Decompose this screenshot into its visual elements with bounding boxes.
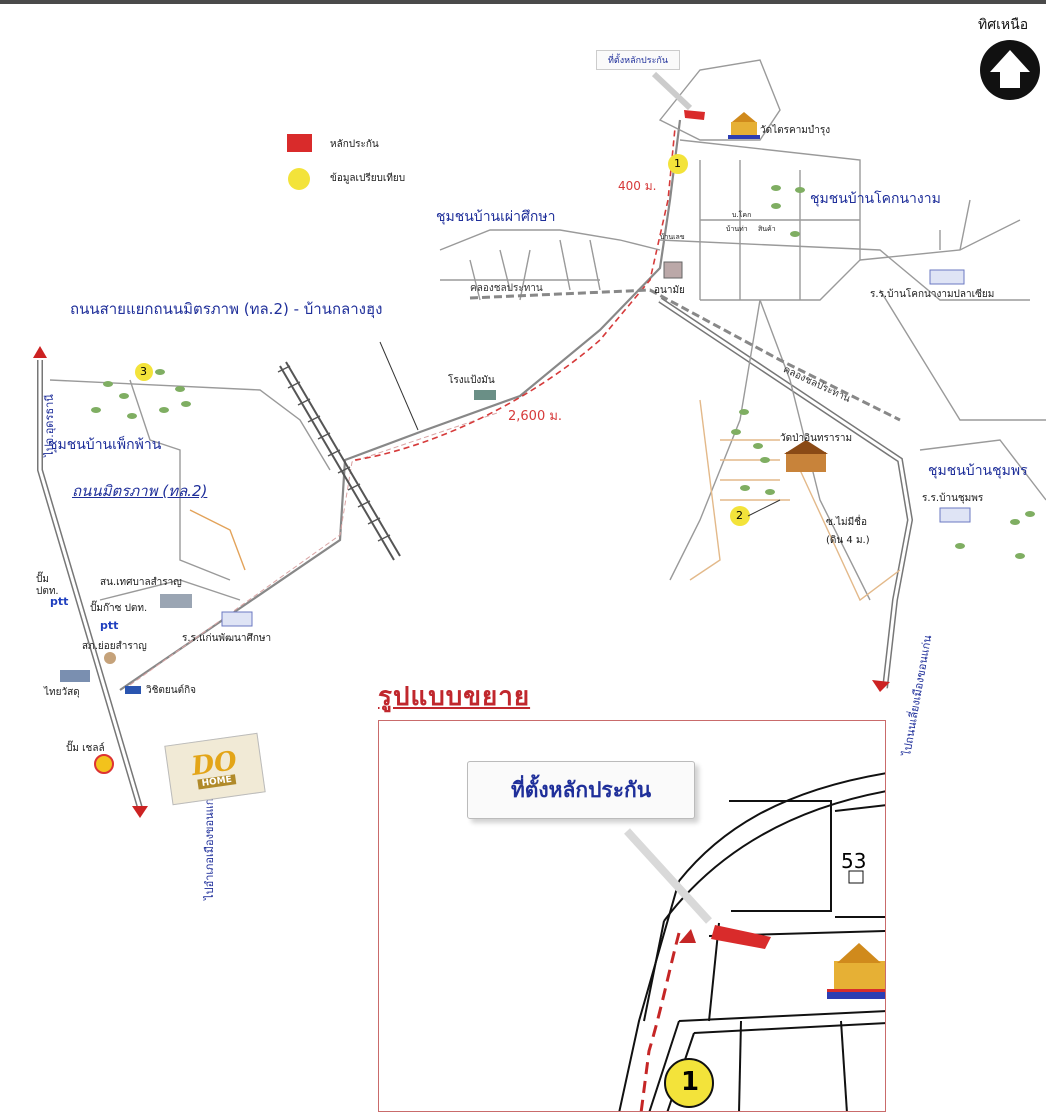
building-icon [60,261,683,694]
small-map-label-3: บ้านเลข [660,233,685,241]
soi-width-label: (ดิน 4 ม.) [826,535,870,546]
place-thai-watsadu: ไทยวัสดุ [44,687,80,698]
top-border [0,0,1046,4]
small-map-label-1: บ.โคก [732,211,752,219]
enlarge-map-canvas [618,772,885,1111]
comparable-marker-2 [730,506,750,526]
enlarge-title: รูปแบบขยาย [378,682,531,712]
lot-number: 53 [841,849,867,873]
enlarge-map[interactable]: ที่ตั้งหลักประกัน 53 1 [378,720,886,1112]
small-map-label-2: สินค้า [758,225,776,233]
north-label: ทิศเหนือ [978,17,1029,33]
school-icon [221,269,971,627]
arrow-up-icon [679,929,696,943]
marker-1-label: 1 [674,157,681,170]
legend-collateral-swatch [287,134,312,152]
place-pump-ptt1: ปั๊ม ปตท. [36,574,59,597]
community-khok-nang-ngam: ชุมชนบ้านโคกนางาม [810,191,941,207]
road-to-khonkaen-left-label: ไปอำเภอเมืองขอนแก่น [202,791,216,900]
temple-icon-small [728,112,760,139]
community-chom-phon: ชุมชนบ้านชุมพร [928,463,1028,479]
collateral-marker-enlarge [711,925,771,949]
temple-icon-enlarge [827,943,885,999]
shell-icon [94,754,114,774]
ptt-logo-2: ptt [100,619,119,632]
place-shell: ปั๊ม เชลล์ [66,743,105,754]
place-wichit: วิชิตยนต์กิจ [146,685,196,696]
enlarge-callout: ที่ตั้งหลักประกัน [467,761,695,819]
temple-icon-pa [784,440,828,472]
place-factory: โรงแป้งมัน [448,375,495,386]
distance-north: 400 ม. [618,179,657,193]
legend-comparable-swatch [288,168,310,190]
small-map-label-4: บ้านท่า [726,225,748,233]
soi-label: ซ.ไม่มีชื่อ [826,517,867,528]
north-arrow: ทิศเหนือ [978,14,1046,100]
marker-2-label: 2 [736,509,743,522]
collateral-marker [684,110,705,120]
tree-icons [91,185,1035,559]
place-pump-ptt2: ปั๊มก๊าซ ปตท. [90,603,148,614]
ptt-logo-1: ptt [50,595,69,608]
arrow-down-icon [132,806,148,818]
place-anamai: อนามัย [654,285,685,296]
distance-road: 2,600 ม. [508,409,563,424]
community-phao-suksa: ชุมชนบ้านเผ่าศึกษา [436,209,556,225]
enlarge-marker-label: 1 [681,1067,700,1097]
comparable-marker-enlarge [664,1058,714,1108]
place-wat-trai: วัดไตรคามบำรุง [760,125,831,136]
marker-3-label: 3 [140,365,147,378]
place-school-chom: ร.ร.บ้านชุมพร [922,493,984,504]
railway [279,361,401,561]
legend-comparable-label: ข้อมูลเปรียบเทียบ [330,173,406,184]
comparable-marker-3 [135,363,153,381]
place-school-kaen: ร.ร.แก่นพัฒนาศึกษา [182,633,272,644]
arrow-up-icon [33,346,47,358]
police-icon [104,652,116,664]
arrow-down-right-icon [872,680,890,692]
place-police: สภ.ย่อยสำราญ [82,641,147,652]
place-school-khok: ร.ร.บ้านโคกนางามปลาเซียม [870,289,995,300]
canal-label-1: คลองชลประทาน [470,283,543,294]
road-main-label: ถนนสายแยกถนนมิตรภาพ (ทล.2) - บ้านกลางฮุง [70,300,383,318]
community-phuek-phan: ชุมชนบ้านเพ็กพ้าน [48,437,162,453]
comparable-marker-1 [668,154,688,174]
place-wat-pa: วัดป่าอินทราราม [780,433,853,444]
small-callout: ที่ตั้งหลักประกัน [596,50,680,70]
road-mitraphap-label: ถนนมิตรภาพ (ทล.2) [72,482,208,500]
place-tessaban: สน.เทศบาลสำราญ [100,577,182,588]
legend-collateral-label: หลักประกัน [330,139,379,150]
north-circle-icon [980,40,1040,100]
